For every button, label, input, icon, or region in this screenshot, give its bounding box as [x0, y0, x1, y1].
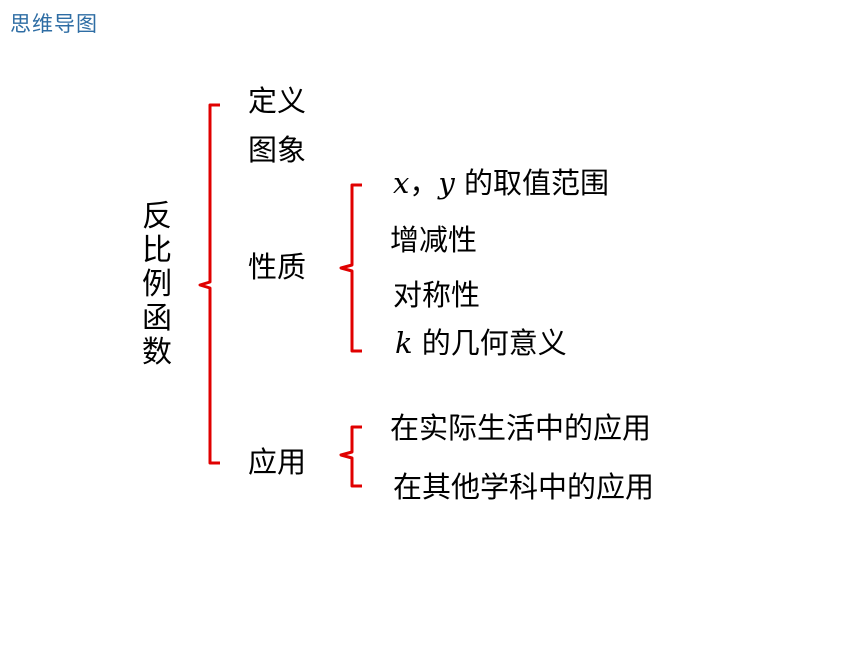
property-symmetry: 对称性	[393, 278, 481, 312]
applications-bracket	[339, 425, 362, 488]
variable-k: k	[395, 326, 413, 360]
property-monotonicity: 增减性	[390, 223, 478, 257]
root-node-char: 函	[142, 301, 172, 336]
root-node-char: 例	[142, 267, 172, 302]
branch-applications: 应用	[248, 445, 307, 479]
root-node-char: 比	[142, 233, 172, 268]
properties-bracket	[339, 183, 362, 353]
variable-y: y	[438, 166, 455, 200]
root-node-char: 数	[142, 335, 172, 370]
root-node-char: 反	[142, 199, 172, 234]
application-other-subjects: 在其他学科中的应用	[393, 470, 655, 504]
branch-definition: 定义	[248, 84, 307, 118]
property-domain-range-label: 的取值范围	[454, 166, 609, 200]
property-domain-range: x，y 的取值范围	[393, 165, 609, 201]
page-title: 思维导图	[10, 12, 98, 36]
separator: ，	[409, 166, 439, 200]
property-geometric-meaning: k 的几何意义	[395, 325, 567, 361]
root-bracket	[198, 103, 220, 465]
variable-x: x	[393, 166, 410, 200]
property-geometric-meaning-label: 的几何意义	[412, 326, 567, 360]
branch-properties: 性质	[248, 250, 307, 284]
application-real-life: 在实际生活中的应用	[390, 411, 652, 445]
branch-graph: 图象	[248, 133, 307, 167]
root-node-label: 反比例函数	[140, 200, 174, 370]
